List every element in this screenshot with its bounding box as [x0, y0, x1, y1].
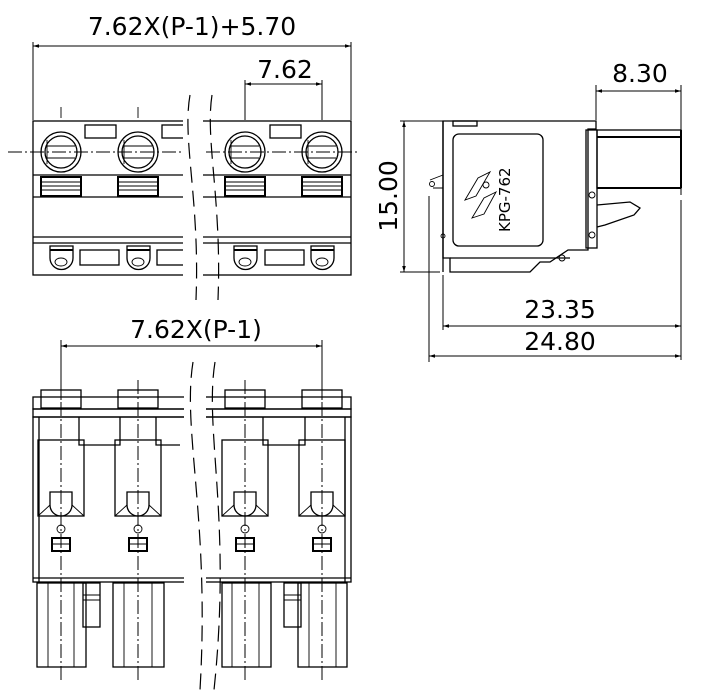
span-dimension: 7.62X(P-1)	[60, 315, 323, 400]
height-dimension: 15.00	[374, 120, 445, 273]
height-label: 15.00	[374, 160, 403, 232]
protrusion-dimension: 8.30	[595, 59, 682, 195]
front-view: 7.62X(P-1)+5.70 7.62	[8, 12, 360, 305]
overall-depth-dimension: 24.80	[428, 196, 681, 362]
bottom-view: 7.62X(P-1)	[32, 315, 352, 691]
body-depth-dimension: 23.35	[442, 200, 682, 360]
pitch-dimension: 7.62	[244, 55, 323, 120]
kpg-logo-icon	[463, 170, 498, 219]
side-view: 15.00 8.30 23.35 24.80	[374, 59, 682, 362]
overall-width-label: 7.62X(P-1)+5.70	[88, 12, 296, 41]
pitch-label: 7.62	[257, 55, 313, 84]
overall-width-dimension: 7.62X(P-1)+5.70	[32, 12, 352, 120]
grip-blocks	[40, 176, 343, 197]
protrusion-label: 8.30	[612, 59, 668, 88]
overall-depth-label: 24.80	[524, 327, 596, 356]
lock-screws	[49, 245, 335, 271]
part-number-label: KPG-762	[496, 167, 514, 232]
body-depth-label: 23.35	[524, 295, 596, 324]
span-label: 7.62X(P-1)	[130, 315, 262, 344]
